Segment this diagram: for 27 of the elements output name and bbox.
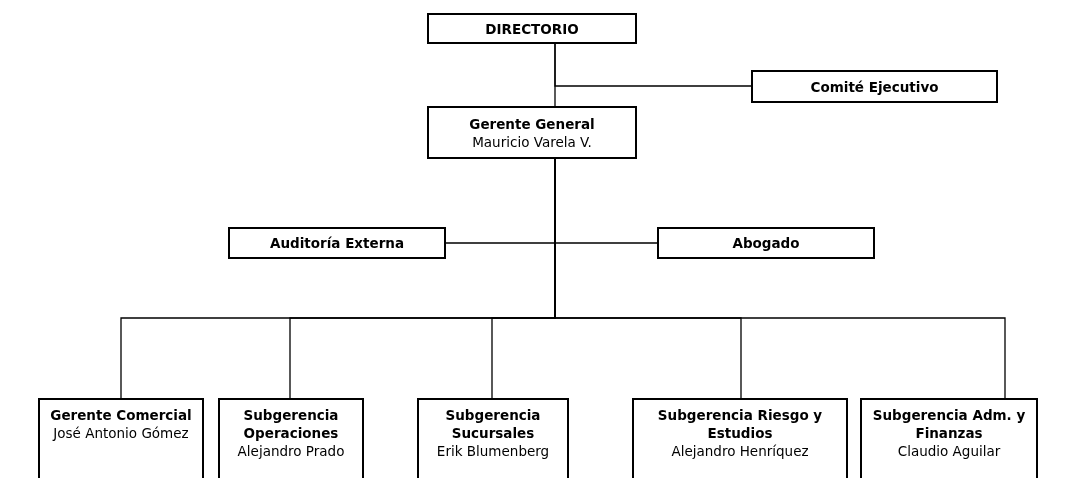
connector-line [554, 43, 752, 87]
org-box [632, 398, 848, 478]
position-title: Gerente General [469, 114, 595, 133]
org-box [417, 398, 569, 478]
person-name: Alejandro Prado [237, 442, 345, 460]
person-name: Claudio Aguilar [897, 442, 1001, 460]
position-title: Abogado [732, 234, 800, 252]
position-title: Subgerencia Riesgo y Estudios [656, 406, 824, 442]
position-title: Subgerencia Sucursales [444, 406, 542, 442]
position-title: Gerente Comercial [50, 406, 192, 424]
position-title: Subgerencia Adm. y Finanzas [871, 406, 1027, 442]
position-title: Subgerencia Operaciones [242, 406, 340, 442]
org-box [751, 70, 998, 103]
position-title: Auditoría Externa [269, 234, 405, 252]
org-box [218, 398, 364, 478]
org-box [427, 13, 637, 44]
person-name: José Antonio Gómez [53, 424, 189, 442]
org-box [38, 398, 204, 478]
person-name: Alejandro Henríquez [671, 442, 809, 460]
org-box [427, 106, 637, 159]
org-box [657, 227, 875, 259]
position-title: Comité Ejecutivo [810, 77, 939, 96]
org-box [860, 398, 1038, 478]
position-title: DIRECTORIO [485, 19, 579, 38]
person-name: Erik Blumenberg [436, 442, 550, 460]
person-name: Mauricio Varela V. [472, 132, 592, 151]
org-box [228, 227, 446, 259]
